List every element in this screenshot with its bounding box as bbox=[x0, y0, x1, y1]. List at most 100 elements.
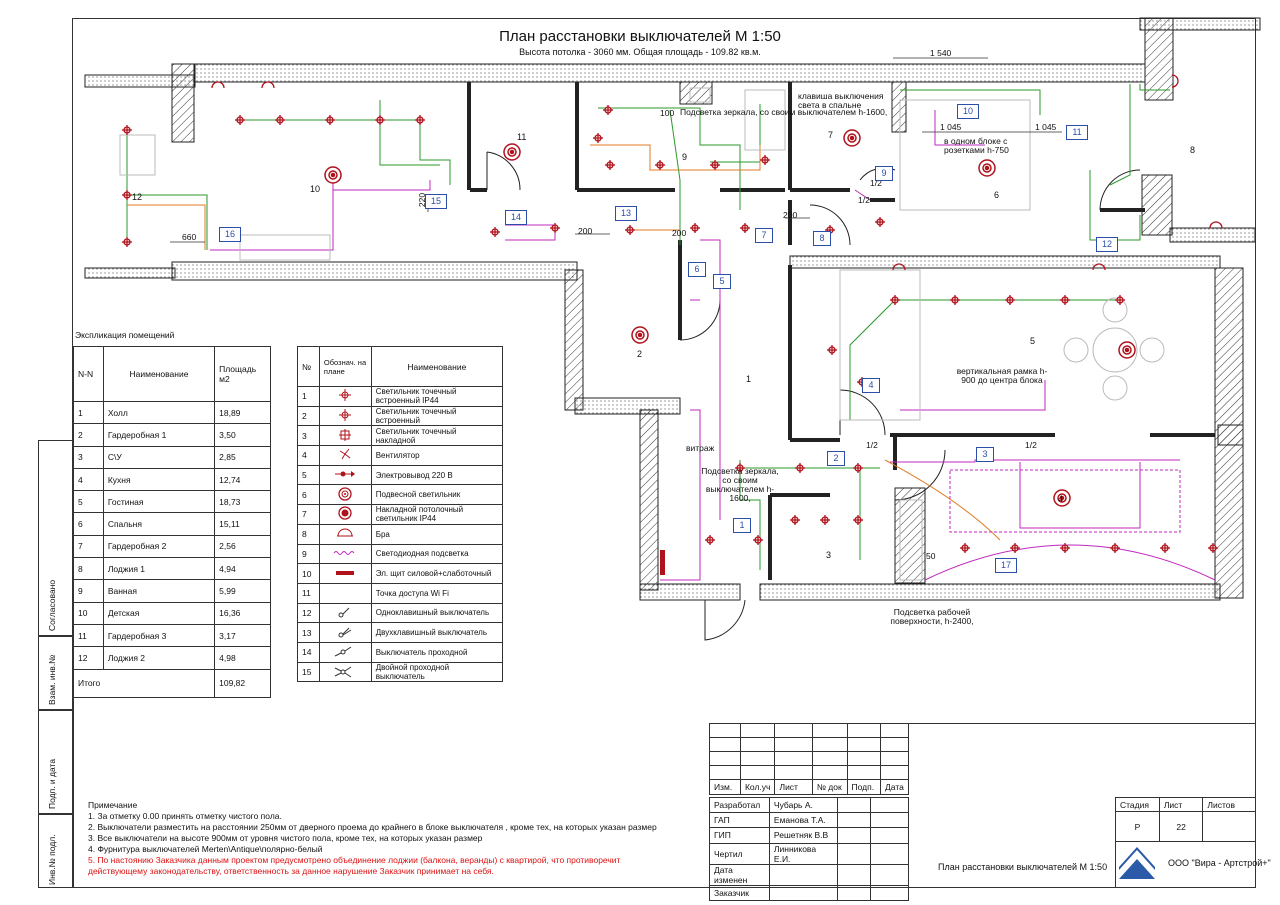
legend-number-cell: 9 bbox=[297, 543, 320, 565]
stamp-role-cell: Разработал bbox=[709, 796, 770, 814]
dimension-lines bbox=[170, 57, 1062, 243]
pendant-lamps bbox=[324, 129, 1136, 507]
recessed-spot-lights bbox=[122, 105, 1218, 553]
room-name-cell: Гардеробная 3 bbox=[102, 623, 216, 648]
stamp-drawing-title: План расстановки выключателей М 1:50 bbox=[938, 862, 1108, 872]
legend-symbol-cell bbox=[318, 582, 372, 604]
note-2: 2. Выключатели разместить на расстоянии … bbox=[88, 822, 657, 832]
wiring-magenta bbox=[210, 110, 1216, 581]
stamp-sheet-value: 22 bbox=[1158, 811, 1204, 842]
legend-symbol-cell bbox=[318, 386, 372, 407]
drawing-title: План расстановки выключателей М 1:50 bbox=[499, 28, 781, 45]
dimension-100: 100 bbox=[660, 108, 675, 118]
stamp-role-cell: Дата изменен bbox=[709, 863, 770, 886]
stamp-name-cell bbox=[768, 884, 838, 901]
switch-tag-3: 3 bbox=[976, 447, 994, 462]
stamp-company-name: ООО "Вира - Артстрой+" bbox=[1168, 858, 1271, 868]
room-number-cell: 3 bbox=[73, 445, 104, 469]
room-area-cell: 18,73 bbox=[214, 490, 271, 514]
switch-tag-11: 11 bbox=[1066, 125, 1088, 140]
room-number-cell: 10 bbox=[73, 601, 104, 625]
stamp-role-cell: Заказчик bbox=[709, 884, 770, 901]
switch-tag-1: 1 bbox=[733, 518, 751, 533]
legend-number-cell: 11 bbox=[297, 582, 320, 604]
room-number-10: 10 bbox=[310, 184, 320, 194]
stamp-company-cell bbox=[1115, 841, 1256, 888]
room-number-4: 4 bbox=[1058, 494, 1063, 504]
exterior-walls bbox=[84, 17, 1261, 601]
socket-block-annotation: в одном блоке с розетками h-750 bbox=[944, 136, 1009, 155]
room-area-cell: 16,36 bbox=[214, 601, 271, 625]
legend-name-cell: Точка доступа Wi Fi bbox=[370, 582, 504, 604]
rooms-total-label: Итого bbox=[72, 668, 216, 698]
stamp-right-block bbox=[909, 723, 1256, 888]
worktop-light-annotation: Подсветка рабочей поверхности, h-2400, bbox=[890, 607, 974, 626]
ceiling-lamp-ip44-icon bbox=[338, 506, 352, 521]
room-area-cell: 2,56 bbox=[214, 534, 271, 559]
room-number-3: 3 bbox=[826, 550, 831, 560]
rooms-col-area: Площадь м2 bbox=[214, 346, 271, 402]
dimension-50: 50 bbox=[926, 551, 936, 561]
room-name-cell: Кухня bbox=[102, 467, 216, 492]
note-4: 4. Фурнитура выключателей Merten\Antique… bbox=[88, 844, 323, 854]
dimension-200-bedroom: 200 bbox=[783, 210, 798, 220]
electrical-panel-icon bbox=[336, 570, 355, 575]
legend-symbol-cell bbox=[318, 641, 372, 663]
room-number-cell: 12 bbox=[73, 646, 104, 670]
stamp-col-doc: № док bbox=[811, 779, 848, 795]
legend-number-cell: 5 bbox=[297, 464, 320, 486]
legend-name-cell: Вентилятор bbox=[370, 445, 504, 466]
switch-tag-14: 14 bbox=[505, 210, 527, 225]
kitchen-island-led-frame bbox=[949, 469, 1181, 533]
stamp-sheets-label: Листов bbox=[1202, 797, 1256, 812]
double-switch-icon bbox=[338, 627, 352, 638]
stamp-col-count: Кол.уч bbox=[739, 779, 776, 795]
mirror-light-annotation-wc: Подсветка зеркала, со своим выключателем… bbox=[701, 466, 779, 503]
legend-name-cell: Эл. щит силовой+слаботочный bbox=[370, 563, 504, 584]
room-area-cell: 18,89 bbox=[214, 400, 271, 425]
legend-number-cell: 15 bbox=[297, 661, 320, 683]
legend-name-cell: Накладной потолочный светильник IP44 bbox=[370, 504, 504, 525]
rooms-col-name: Наименование bbox=[102, 346, 216, 402]
legend-symbol-cell bbox=[318, 445, 372, 466]
switch-tag-5: 5 bbox=[713, 274, 731, 289]
drawing-sheet-frame bbox=[72, 18, 1256, 888]
side-stamp-inv-original: Инв.№ подл. bbox=[38, 814, 74, 888]
room-number-6: 6 bbox=[994, 190, 999, 200]
legend-col-name: Наименование bbox=[370, 346, 504, 387]
room-number-cell: 9 bbox=[73, 579, 104, 603]
surface-spot-icon bbox=[339, 428, 352, 441]
legend-number-cell: 7 bbox=[297, 504, 320, 525]
switch-tag-7: 7 bbox=[755, 228, 773, 243]
room-number-cell: 2 bbox=[73, 423, 104, 447]
stamp-name-cell bbox=[768, 863, 838, 886]
room-name-cell: С\У bbox=[102, 445, 216, 469]
wall-lamp-icon bbox=[337, 528, 354, 537]
legend-symbol-cell bbox=[318, 484, 372, 506]
wall-sconces bbox=[211, 74, 1223, 271]
room-area-cell: 15,11 bbox=[214, 512, 271, 536]
room-number-5: 5 bbox=[1030, 336, 1035, 346]
side-stamp-approved: Согласовано bbox=[38, 440, 74, 636]
rooms-total-value: 109,82 bbox=[214, 668, 271, 698]
wiring-orange bbox=[127, 144, 1001, 541]
note-5-warning: 5. По настоянию Заказчика данным проекто… bbox=[88, 855, 621, 876]
room-name-cell: Гостиная bbox=[102, 490, 216, 514]
legend-symbol-cell bbox=[318, 661, 372, 683]
room-area-cell: 4,98 bbox=[214, 646, 271, 670]
switch-tag-9: 9 bbox=[875, 166, 893, 181]
dimension-200-hall: 200 bbox=[578, 226, 593, 236]
